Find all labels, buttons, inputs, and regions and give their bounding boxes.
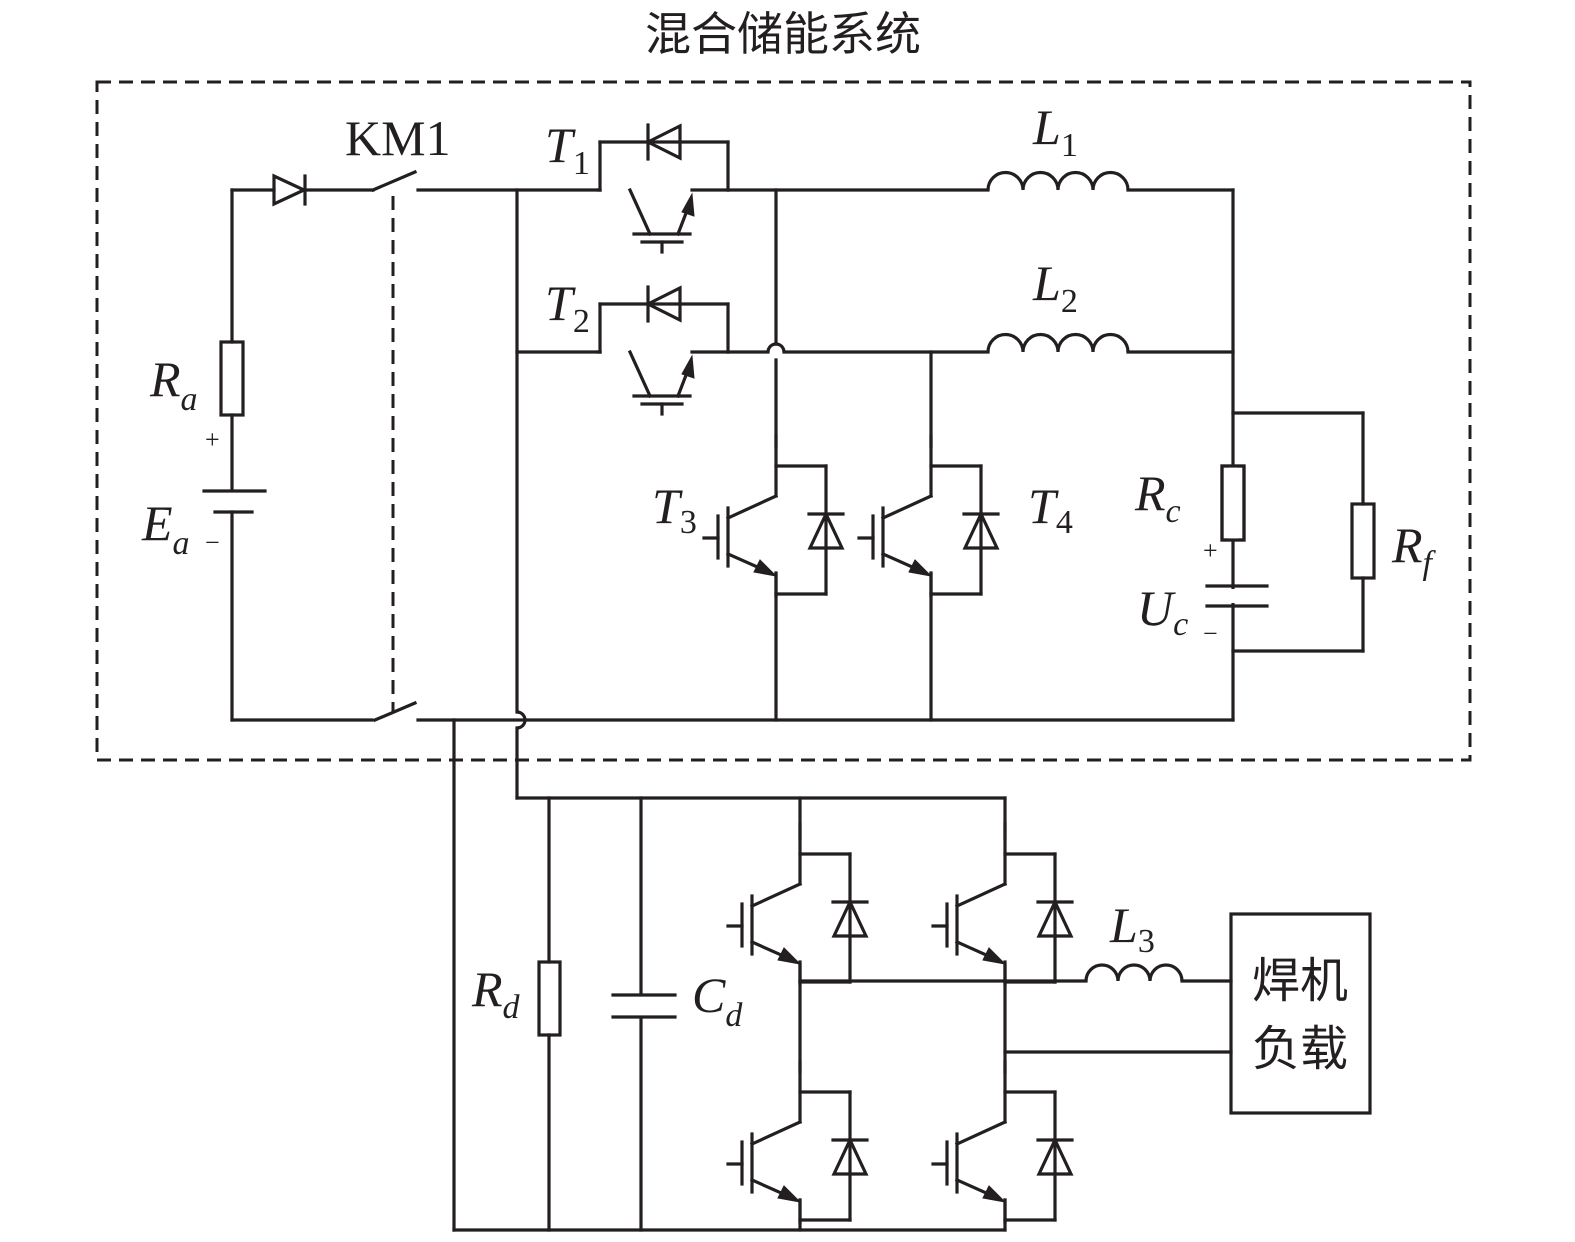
cd-label: Cd (692, 967, 743, 1034)
rd-label: Rd (471, 961, 521, 1026)
t1-igbt-icon (596, 123, 730, 254)
t4-label: T4 (1028, 478, 1073, 541)
l2-inductor-icon (986, 332, 1130, 354)
km1-upper-contact (370, 169, 418, 193)
l1-label: L1 (1032, 99, 1078, 164)
inverter-wiring (452, 718, 1233, 1232)
inverter-switch-4-icon (931, 1060, 1074, 1224)
rf-resistor (1350, 502, 1376, 580)
t4-igbt-icon (857, 434, 1000, 598)
ea-plus-sign: + (205, 425, 220, 454)
km1-lower-contact (372, 700, 418, 723)
load-label-line1: 焊机 (1252, 953, 1348, 1009)
series-diode-icon (272, 173, 308, 207)
ea-label: Ea (141, 495, 190, 562)
welder-load-box (1229, 912, 1372, 1115)
uc-label: Uc (1137, 580, 1188, 643)
rd-resistor (537, 960, 562, 1037)
l3-inductor-icon (1084, 963, 1184, 983)
uc-plus-sign: + (1203, 536, 1218, 565)
diagram-title: 混合储能系统 (645, 7, 921, 61)
l3-label: L3 (1109, 897, 1155, 960)
t2-label: T2 (545, 275, 590, 340)
hybrid-storage-boundary (95, 80, 1472, 762)
t1-label: T1 (545, 117, 590, 182)
uc-minus-sign: − (1203, 619, 1218, 648)
inverter-switch-2-icon (931, 822, 1074, 986)
battery-branch (202, 169, 418, 723)
ra-label: Ra (149, 351, 198, 418)
l1-inductor-icon (986, 170, 1130, 192)
l2-label: L2 (1032, 255, 1078, 320)
rc-label: Rc (1134, 465, 1181, 530)
load-label-line2: 负载 (1252, 1021, 1348, 1077)
t3-label: T3 (652, 478, 697, 541)
t3-igbt-icon (702, 434, 845, 598)
ea-minus-sign: − (205, 528, 220, 557)
ra-resistor (219, 340, 245, 417)
inverter-switch-3-icon (726, 1060, 869, 1224)
rf-label: Rf (1391, 517, 1437, 582)
t2-igbt-icon (596, 285, 730, 416)
inverter-switch-1-icon (726, 822, 869, 986)
km1-label: KM1 (345, 110, 451, 166)
